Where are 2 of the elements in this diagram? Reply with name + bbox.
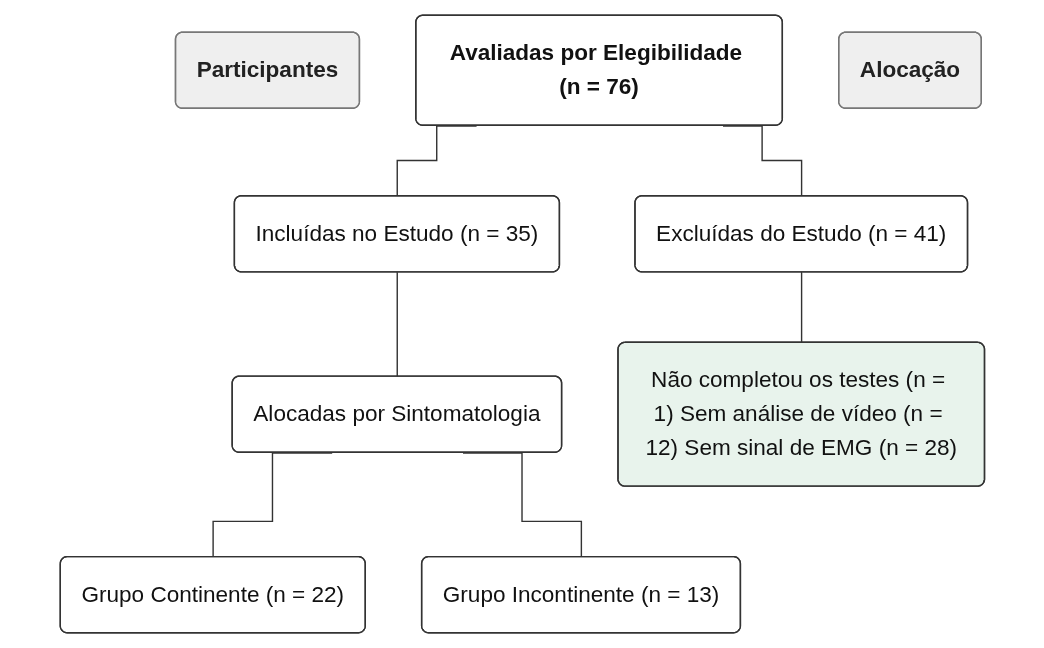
connector bbox=[396, 271, 398, 378]
connector bbox=[800, 271, 803, 344]
